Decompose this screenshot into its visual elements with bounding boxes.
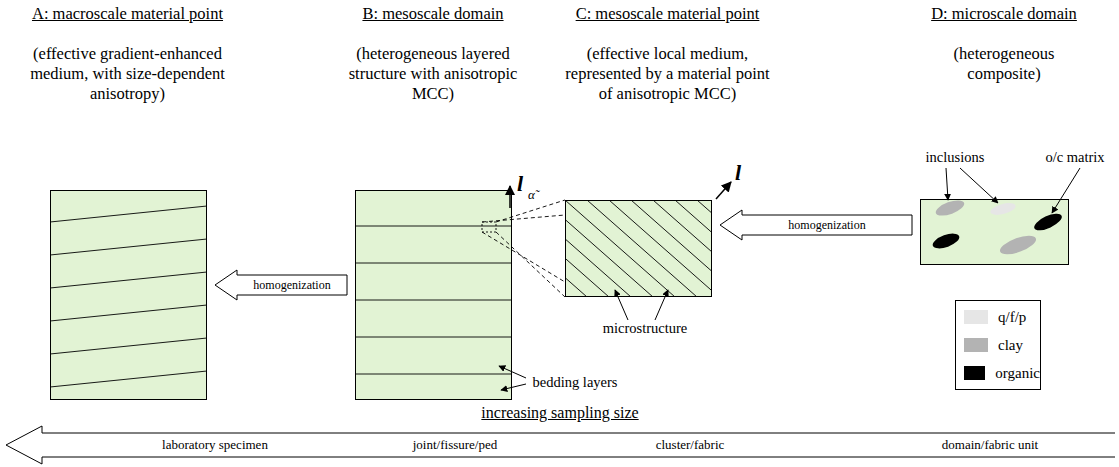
zoom-lines	[482, 200, 565, 297]
panel-title: A: macroscale material point	[28, 4, 228, 24]
annotation-label: inclusions	[926, 149, 985, 166]
legend-entry: organic	[956, 359, 1040, 387]
panel-description: (heterogeneous layered structure with an…	[344, 44, 522, 104]
scale-panel: C: mesoscale material point (effective lo…	[555, 0, 780, 297]
edge-label: homogenization	[788, 218, 865, 232]
panel-title: B: mesoscale domain	[318, 4, 548, 24]
annotation-label: o/c matrix	[1045, 149, 1104, 166]
leader-arrows	[499, 168, 1080, 390]
microstructure-lines	[565, 200, 712, 297]
material-box	[50, 190, 207, 400]
medium-fill	[50, 190, 207, 400]
annotation-label: laboratory specimen	[162, 437, 268, 453]
panel-description: (effective gradient-enhanced medium, wit…	[5, 44, 250, 104]
inclusion-ellipses	[931, 197, 1064, 258]
legend-swatch	[964, 338, 988, 352]
bedding-lines	[355, 226, 512, 374]
annotation-label: α̃	[528, 187, 535, 203]
annotation-label: domain/fabric unit	[942, 437, 1038, 453]
legend-entry: clay	[956, 331, 1040, 359]
scale-panel: D: microscale domain (heterogeneous compo…	[893, 0, 1115, 265]
homogenization-arrow	[215, 270, 347, 300]
medium-fill	[355, 190, 512, 400]
scale-panel: A: macroscale material point (effective g…	[5, 0, 250, 400]
annotation-label: cluster/fabric	[656, 437, 725, 453]
legend-text: clay	[998, 337, 1023, 354]
legend-swatch	[964, 310, 988, 324]
homogenization-arrow	[720, 210, 912, 240]
panel-title: C: mesoscale material point	[568, 4, 768, 24]
legend-entry: q/f/p	[956, 303, 1040, 331]
edge-label: homogenization	[253, 278, 330, 292]
scale-arrow	[6, 426, 1115, 464]
legend-swatch	[964, 366, 985, 380]
annotation-label: increasing sampling size	[481, 404, 638, 422]
annotation-label: bedding layers	[533, 374, 618, 391]
medium-fill	[565, 200, 712, 297]
material-box	[565, 200, 712, 297]
slanted-layers	[50, 206, 207, 400]
legend-text: q/f/p	[998, 309, 1026, 326]
material-box	[920, 199, 1069, 265]
scale-panel: B: mesoscale domain (heterogeneous layere…	[318, 0, 548, 400]
legend-text: organic	[995, 365, 1040, 382]
annotation-label: joint/fissure/ped	[413, 437, 498, 453]
annotation-label: l	[735, 160, 741, 186]
material-box	[355, 190, 512, 400]
annotation-label: microstructure	[603, 320, 688, 337]
panel-description: (heterogeneous composite)	[934, 44, 1074, 84]
legend-box: q/f/p clay organic	[955, 300, 1041, 390]
panel-description: (effective local medium, represented by …	[560, 44, 775, 104]
panel-title: D: microscale domain	[893, 4, 1115, 24]
annotation-label: l	[517, 171, 523, 197]
